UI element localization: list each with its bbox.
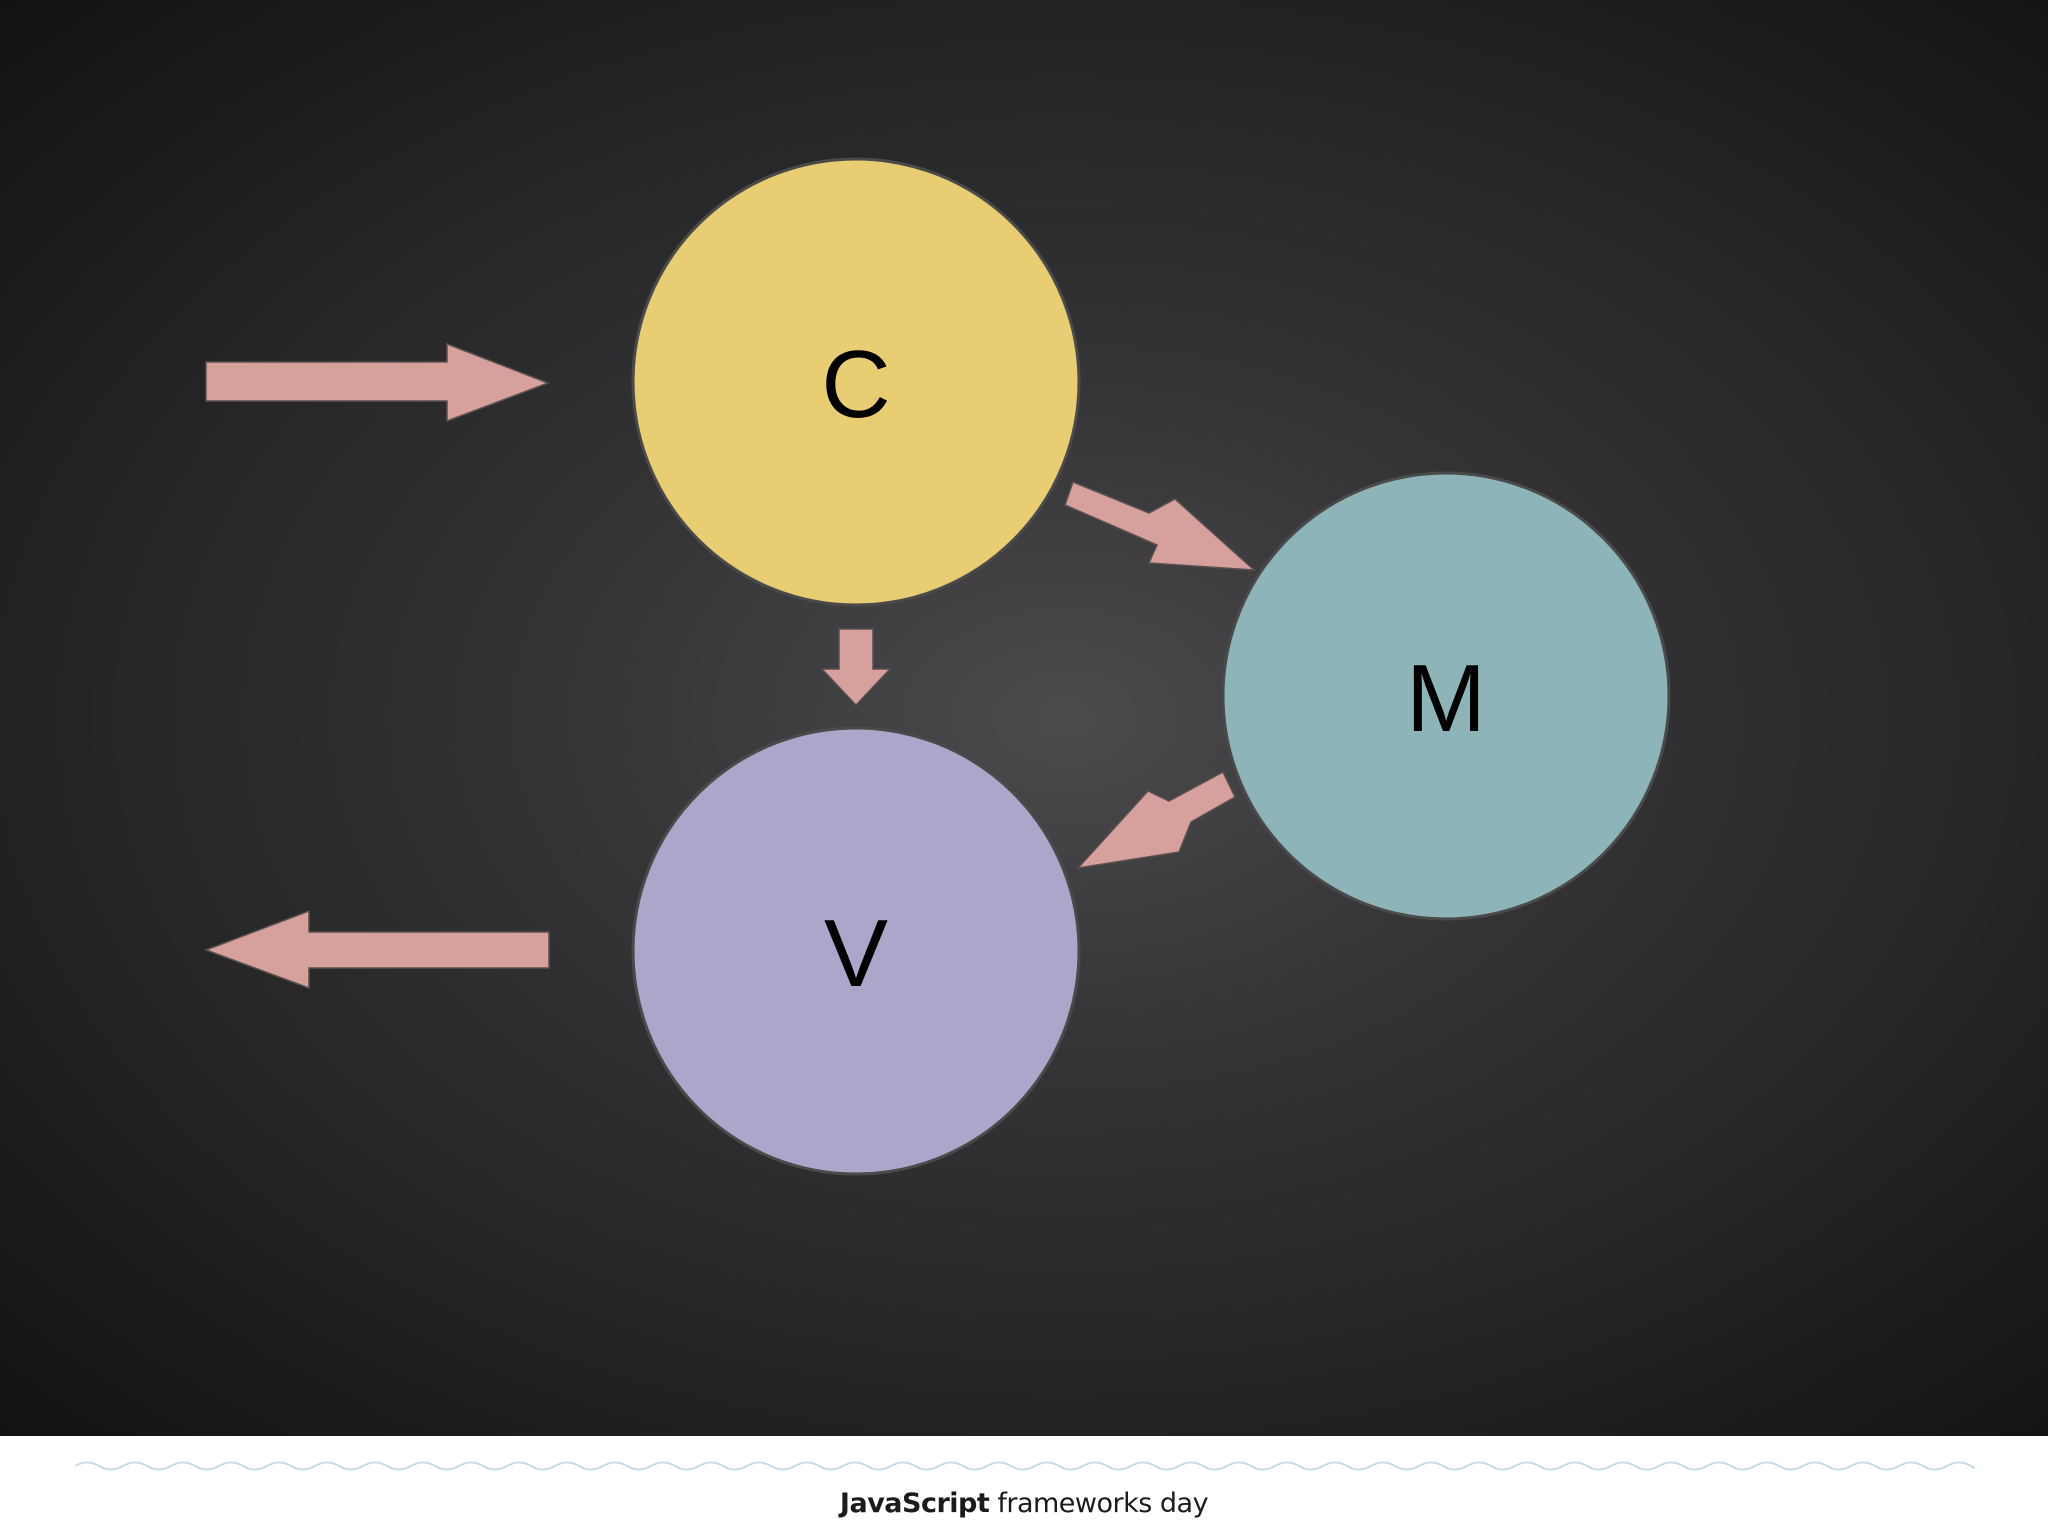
arrow-controller-to-view (820, 628, 892, 707)
view-circle (631, 726, 1081, 1176)
mvc-diagram: C M V (203, 157, 1671, 1176)
controller-label: C (821, 331, 890, 438)
footer-bar: JavaScript frameworks day (0, 1436, 2048, 1536)
brand-name-rest: frameworks day (997, 1488, 1209, 1519)
brand-name-bold: JavaScript (839, 1488, 990, 1519)
controller-circle (631, 157, 1081, 607)
model-node: M (1221, 471, 1671, 921)
output-arrow (203, 909, 550, 990)
model-circle (1221, 471, 1671, 921)
arrow-model-to-view (1076, 770, 1236, 870)
slide-canvas: C M V (0, 0, 2048, 1436)
view-label: V (824, 900, 888, 1007)
input-arrow (205, 342, 551, 423)
decorative-wave (75, 1461, 1975, 1471)
controller-node: C (631, 157, 1081, 607)
model-label: M (1406, 645, 1486, 752)
footer-brand: JavaScript frameworks day (0, 1488, 2048, 1519)
view-node: V (631, 726, 1081, 1176)
arrow-controller-to-model (1064, 481, 1257, 571)
